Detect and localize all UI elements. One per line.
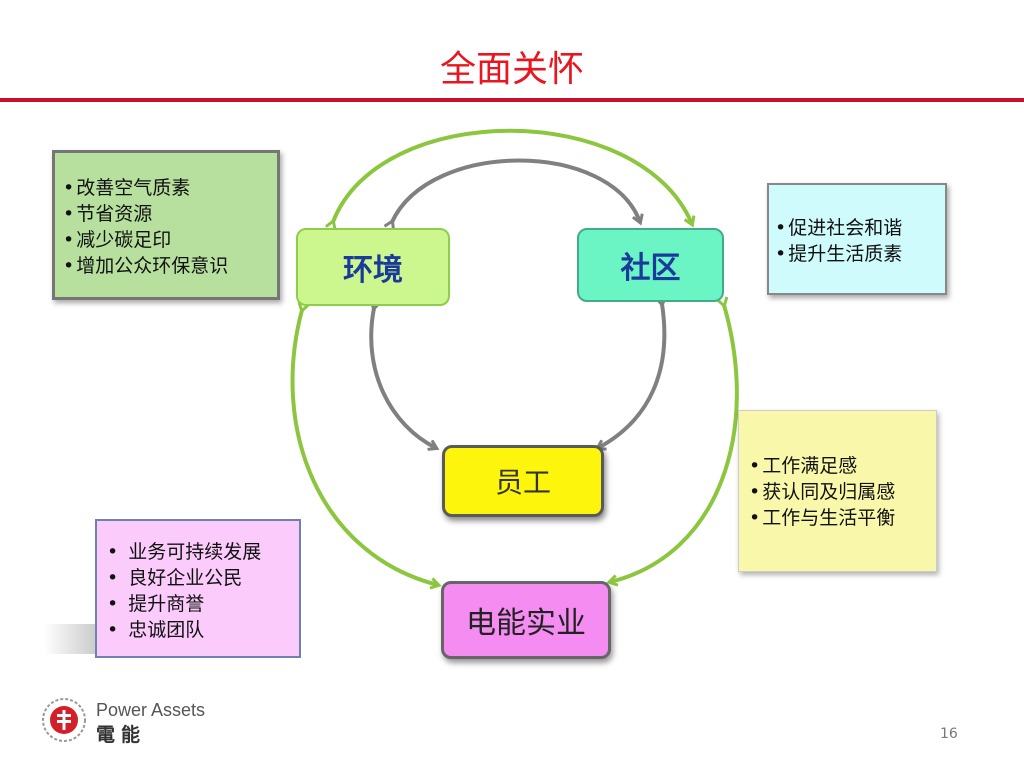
list-item: 促进社会和谐 bbox=[775, 215, 945, 241]
list-item: 工作满足感 bbox=[749, 453, 936, 479]
green-arrow-com-pa bbox=[610, 305, 739, 582]
company-logo: Power Assets 電能 bbox=[40, 692, 210, 748]
list-item: 提升商誉 bbox=[107, 591, 299, 617]
node-community: 社区 bbox=[577, 228, 724, 302]
node-employees: 员工 bbox=[442, 445, 604, 517]
page-number: 16 bbox=[940, 726, 958, 742]
employees-info-box: 工作满足感 获认同及归属感 工作与生活平衡 bbox=[738, 410, 937, 572]
list-item: 提升生活质素 bbox=[775, 241, 945, 267]
list-item: 节省资源 bbox=[63, 201, 277, 227]
list-item: 获认同及归属感 bbox=[749, 479, 936, 505]
title-divider bbox=[0, 98, 1024, 102]
list-item: 忠诚团队 bbox=[107, 617, 299, 643]
node-power-assets: 电能实业 bbox=[441, 581, 611, 659]
gray-arrow-com-emp bbox=[598, 304, 664, 448]
slide-title: 全面关怀 bbox=[439, 49, 584, 90]
logo-name-zh: 電能 bbox=[96, 724, 147, 746]
gray-arrow-env-emp bbox=[371, 308, 436, 448]
list-item: 工作与生活平衡 bbox=[749, 505, 936, 531]
power-assets-logo-icon bbox=[42, 698, 86, 742]
box-shadow-decoration bbox=[44, 624, 96, 654]
green-arrow-env-com bbox=[333, 128, 692, 224]
power-assets-info-box: 业务可持续发展 良好企业公民 提升商誉 忠诚团队 bbox=[95, 519, 301, 658]
node-environment: 环境 bbox=[296, 228, 450, 306]
list-item: 业务可持续发展 bbox=[107, 539, 299, 565]
green-arrow-env-pa bbox=[290, 310, 438, 585]
list-item: 良好企业公民 bbox=[107, 565, 299, 591]
list-item: 改善空气质素 bbox=[63, 175, 277, 201]
list-item: 增加公众环保意识 bbox=[63, 253, 277, 279]
gray-arrow-env-com bbox=[392, 158, 640, 223]
community-info-box: 促进社会和谐 提升生活质素 bbox=[767, 183, 947, 295]
logo-name-en: Power Assets bbox=[96, 700, 206, 720]
list-item: 减少碳足印 bbox=[63, 227, 277, 253]
environment-info-box: 改善空气质素 节省资源 减少碳足印 增加公众环保意识 bbox=[52, 150, 280, 300]
